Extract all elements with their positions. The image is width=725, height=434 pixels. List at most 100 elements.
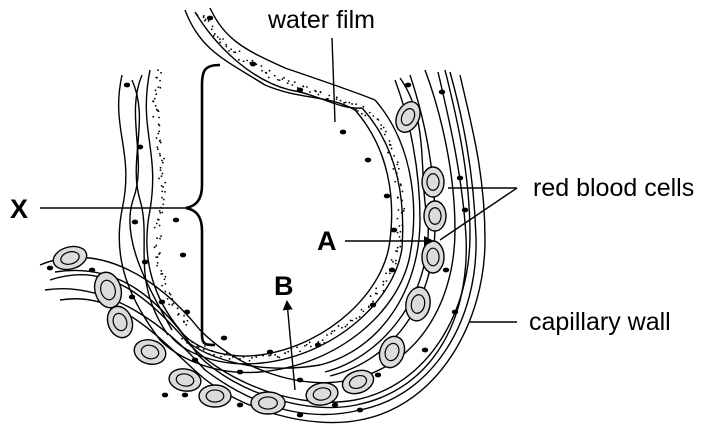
water-film-dot [157, 86, 159, 88]
water-film-dot [155, 105, 157, 107]
water-film-dot [391, 159, 393, 161]
red-blood-cell [251, 392, 285, 414]
cell-nucleus [180, 253, 186, 258]
water-film-dot [284, 352, 286, 354]
water-film-dot [309, 341, 311, 343]
water-film-dot [252, 60, 254, 62]
water-film-dot [326, 98, 328, 100]
cell-nucleus [192, 358, 198, 363]
water-film-dot [159, 140, 161, 142]
water-film-dot [278, 357, 280, 359]
cell-nucleus [315, 343, 321, 348]
water-film-dot [400, 185, 402, 187]
water-film-dot [152, 100, 154, 102]
cell-nucleus [137, 145, 143, 150]
water-film-dot [164, 182, 166, 184]
cell-nucleus [207, 16, 213, 21]
water-film-dot [382, 284, 384, 286]
water-film-dot [281, 78, 283, 80]
water-film-dot [393, 155, 395, 157]
water-film-dot [306, 344, 308, 346]
water-film-dot [170, 294, 172, 296]
water-film-dot [304, 345, 306, 347]
red-blood-cell [375, 333, 408, 371]
red-blood-cell [403, 285, 433, 323]
water-film-dot [270, 354, 272, 356]
water-film-dot [205, 18, 207, 20]
water-film-dot [162, 173, 164, 175]
water-film-dot [161, 285, 163, 287]
water-film-dot [220, 356, 222, 358]
water-film-dot [334, 330, 336, 332]
label-capillary-wall: capillary wall [529, 308, 671, 336]
water-film-dot [159, 153, 161, 155]
water-film-dot [162, 162, 164, 164]
water-film-dot [157, 262, 159, 264]
water-film-dot [303, 86, 305, 88]
water-film-dot [161, 175, 163, 177]
water-film-dot [165, 276, 167, 278]
cell-nucleus [237, 370, 243, 375]
water-film-dot [372, 115, 374, 117]
water-film-dot [214, 33, 216, 35]
water-film-dot [217, 36, 219, 38]
red-blood-cell [199, 385, 231, 407]
water-film-dot [401, 212, 403, 214]
cell-nucleus [391, 228, 397, 233]
water-film-dot [362, 310, 364, 312]
water-film-dot [394, 181, 396, 183]
water-film-dot [260, 65, 262, 67]
cell-nucleus [340, 130, 346, 135]
water-film-dot [317, 94, 319, 96]
water-film-dot [160, 169, 162, 171]
water-film-dot [389, 140, 391, 142]
water-film-dot [346, 324, 348, 326]
water-film-dot [156, 137, 158, 139]
water-film-dot [396, 164, 398, 166]
water-film-dot [161, 197, 163, 199]
water-film-dot [191, 341, 193, 343]
label-b: B [274, 271, 294, 301]
water-film-dot [288, 80, 290, 82]
water-film-dot [160, 167, 162, 169]
water-film-dot [340, 100, 342, 102]
water-film-dot [370, 295, 372, 297]
cell-nucleus [462, 208, 468, 213]
water-film-dot [396, 250, 398, 252]
water-film-dot [243, 356, 245, 358]
water-film-dot [159, 87, 161, 89]
water-film-dot [196, 14, 198, 16]
water-film-dot [274, 354, 276, 356]
water-film-dot [314, 90, 316, 92]
water-film-dot [398, 168, 400, 170]
water-film-dot [161, 212, 163, 214]
red-blood-cell [91, 269, 125, 311]
water-film-dot [361, 309, 363, 311]
water-film-dot [395, 260, 397, 262]
water-film-dot [283, 77, 285, 79]
water-film-dot [403, 208, 405, 210]
water-film-dot [399, 246, 401, 248]
water-film-dot [160, 270, 162, 272]
water-film-dot [309, 91, 311, 93]
water-film-dot [399, 236, 401, 238]
water-film-dot [299, 350, 301, 352]
label-water-film: water film [267, 6, 375, 34]
water-film-dot [397, 218, 399, 220]
bracket-x [186, 65, 220, 345]
water-film-dot [156, 237, 158, 239]
water-film-dot [159, 125, 161, 127]
water-film-dot [159, 80, 161, 82]
water-film-dot [185, 324, 187, 326]
water-film-dot [172, 303, 174, 305]
water-film-dot [249, 360, 251, 362]
water-film-dot [155, 77, 157, 79]
label-x: X [10, 194, 28, 224]
cell-nucleus [221, 336, 227, 341]
red-blood-cell [422, 241, 444, 273]
water-film-dot [224, 354, 226, 356]
water-film-dot [158, 178, 160, 180]
water-film-dot [328, 95, 330, 97]
water-film-dot [390, 144, 392, 146]
